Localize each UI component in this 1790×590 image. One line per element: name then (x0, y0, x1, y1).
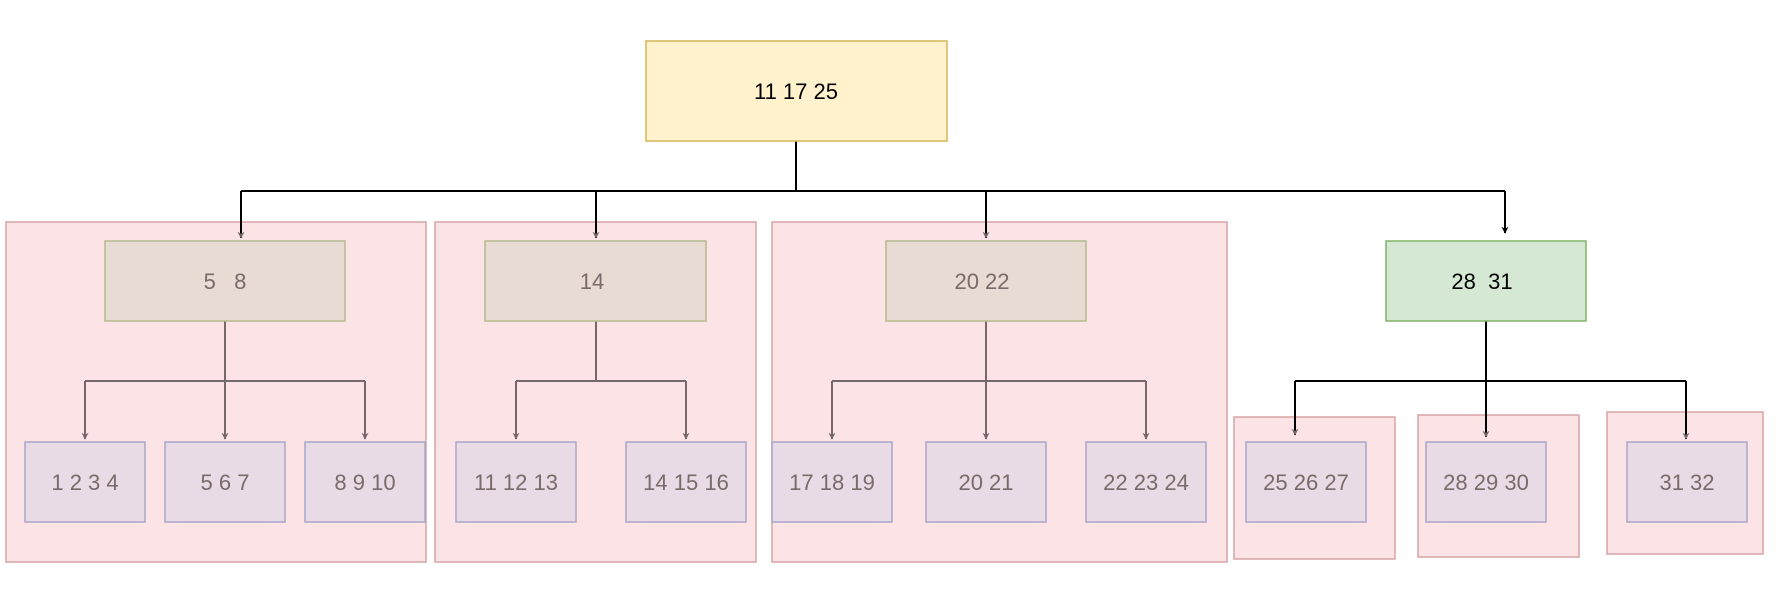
subtree-4-edges (1291, 321, 1690, 440)
leaf-node-2-label: 5 6 7 (201, 470, 250, 495)
leaf-node-7: 20 21 (925, 441, 1047, 523)
leaf-node-6: 17 18 19 (771, 441, 893, 523)
leaf-node-1-label: 1 2 3 4 (51, 470, 118, 495)
root-edges (237, 141, 1509, 239)
internal-node-4: 28 31 (1385, 240, 1587, 322)
leaf-node-11: 31 32 (1626, 441, 1748, 523)
subtree-3-edges (828, 321, 1150, 440)
internal-node-1: 5 8 (104, 240, 346, 322)
leaf-node-10: 28 29 30 (1425, 441, 1547, 523)
subtree-1-edges (81, 321, 369, 440)
leaf-node-9: 25 26 27 (1245, 441, 1367, 523)
leaf-node-3: 8 9 10 (304, 441, 426, 523)
leaf-node-8: 22 23 24 (1085, 441, 1207, 523)
root-node: 11 17 25 (645, 40, 948, 142)
internal-node-2: 14 (484, 240, 707, 322)
leaf-node-4-label: 11 12 13 (474, 470, 558, 495)
leaf-node-10-label: 28 29 30 (1443, 470, 1529, 495)
leaf-node-2: 5 6 7 (164, 441, 286, 523)
leaf-node-7-label: 20 21 (958, 470, 1013, 495)
subtree-2-edges (512, 321, 690, 440)
leaf-node-3-label: 8 9 10 (334, 470, 395, 495)
leaf-node-5-label: 14 15 16 (643, 470, 729, 495)
internal-node-1-label: 5 8 (204, 269, 247, 294)
leaf-node-11-label: 31 32 (1659, 470, 1714, 495)
leaf-node-6-label: 17 18 19 (789, 470, 875, 495)
leaf-node-8-label: 22 23 24 (1103, 470, 1189, 495)
internal-node-2-label: 14 (580, 269, 604, 294)
root-node-label: 11 17 25 (754, 79, 838, 104)
internal-node-3-label: 20 22 (954, 269, 1009, 294)
leaf-node-4: 11 12 13 (455, 441, 577, 523)
leaf-node-5: 14 15 16 (625, 441, 747, 523)
internal-node-4-label: 28 31 (1451, 269, 1512, 294)
leaf-node-9-label: 25 26 27 (1263, 470, 1349, 495)
internal-node-3: 20 22 (885, 240, 1087, 322)
leaf-node-1: 1 2 3 4 (24, 441, 146, 523)
